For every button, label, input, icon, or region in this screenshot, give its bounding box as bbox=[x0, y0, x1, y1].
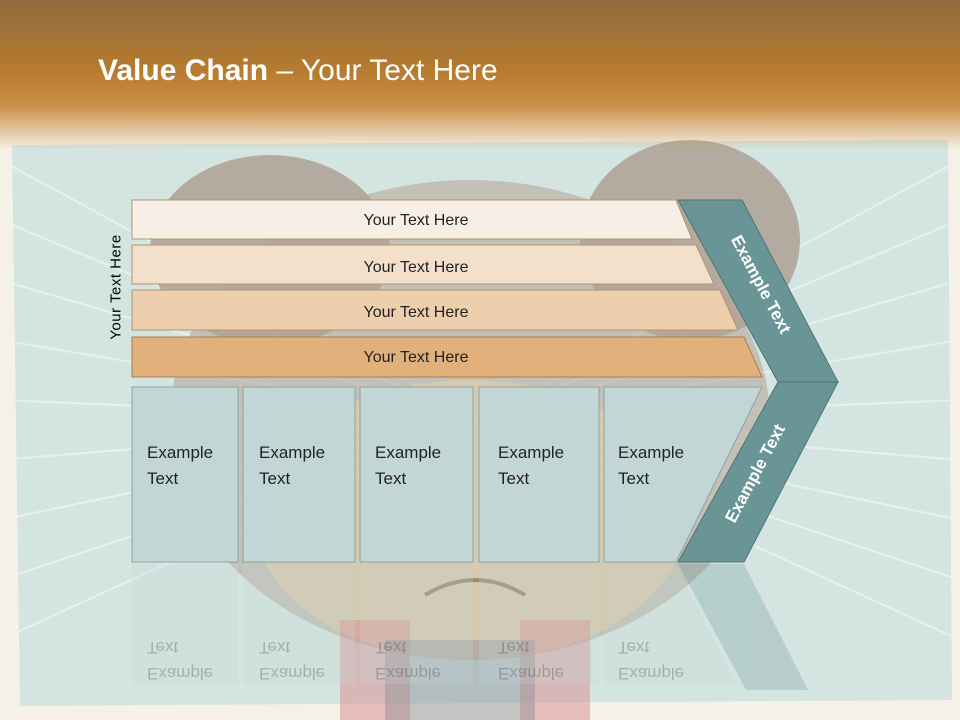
column-4-line1: Example bbox=[498, 443, 565, 462]
column-2-line2: Text bbox=[259, 469, 291, 488]
bar-2-label: Your Text Here bbox=[364, 259, 469, 276]
column-box-3 bbox=[359, 386, 474, 563]
header-band bbox=[0, 0, 960, 150]
column-text-3: Example Text bbox=[375, 440, 441, 492]
bar-2: Your Text Here bbox=[131, 244, 715, 285]
column-1-line2: Text bbox=[147, 469, 179, 488]
reflection-text-4: Example Text bbox=[498, 634, 564, 686]
bar-4-label: Your Text Here bbox=[364, 349, 469, 366]
column-text-2: Example Text bbox=[259, 440, 325, 492]
column-1-line1: Example bbox=[147, 443, 214, 462]
reflection-text-2: Example Text bbox=[259, 634, 325, 686]
column-text-4: Example Text bbox=[498, 440, 564, 492]
column-box-1 bbox=[131, 386, 239, 563]
reflection-box-3 bbox=[360, 564, 473, 684]
column-box-2 bbox=[242, 386, 356, 563]
reflection-text-1: Example Text bbox=[147, 634, 213, 686]
page-title: Value Chain – Your Text Here bbox=[98, 54, 498, 88]
reflection-3-line1: Example bbox=[375, 664, 442, 683]
reflection-box-5 bbox=[604, 564, 736, 684]
reflection-4-line2: Text bbox=[498, 638, 530, 657]
column-2-line1: Example bbox=[259, 443, 326, 462]
bar-3-shape bbox=[131, 289, 739, 331]
bar-1: Your Text Here bbox=[131, 199, 693, 240]
column-4-line2: Text bbox=[498, 469, 530, 488]
reflection-2-line1: Example bbox=[259, 664, 326, 683]
reflection-4-line1: Example bbox=[498, 664, 565, 683]
reflection-text-3: Example Text bbox=[375, 634, 441, 686]
chevron-lower bbox=[677, 381, 839, 563]
title-bold: Value Chain bbox=[98, 54, 269, 87]
column-text-5: Example Text bbox=[618, 440, 684, 492]
reflection-text-5: Example Text bbox=[618, 634, 684, 686]
bar-1-shape bbox=[131, 199, 693, 240]
reflection-5-line1: Example bbox=[618, 664, 685, 683]
reflection-chevron bbox=[678, 564, 808, 690]
bar-2-shape bbox=[131, 244, 715, 285]
reflection-5-line2: Text bbox=[618, 638, 650, 657]
column-text-1: Example Text bbox=[147, 440, 213, 492]
column-box-4 bbox=[478, 386, 600, 563]
column-5-line1: Example bbox=[618, 443, 685, 462]
reflection-3-line2: Text bbox=[375, 638, 407, 657]
bar-4-shape bbox=[131, 336, 763, 378]
column-box-5 bbox=[603, 386, 763, 563]
title-rest: – Your Text Here bbox=[268, 54, 498, 87]
bar-1-label: Your Text Here bbox=[364, 212, 469, 229]
column-5-line2: Text bbox=[618, 469, 650, 488]
reflection-box-1 bbox=[132, 564, 238, 684]
reflection-box-4 bbox=[479, 564, 599, 684]
reflection-1-line1: Example bbox=[147, 664, 214, 683]
bar-3: Your Text Here bbox=[131, 289, 739, 331]
reflection bbox=[132, 564, 808, 690]
bar-4: Your Text Here bbox=[131, 336, 763, 378]
reflection-2-line2: Text bbox=[259, 638, 291, 657]
reflection-1-line2: Text bbox=[147, 638, 179, 657]
bar-3-label: Your Text Here bbox=[364, 304, 469, 321]
column-3-line1: Example bbox=[375, 443, 442, 462]
reflection-box-2 bbox=[243, 564, 355, 684]
column-3-line2: Text bbox=[375, 469, 407, 488]
